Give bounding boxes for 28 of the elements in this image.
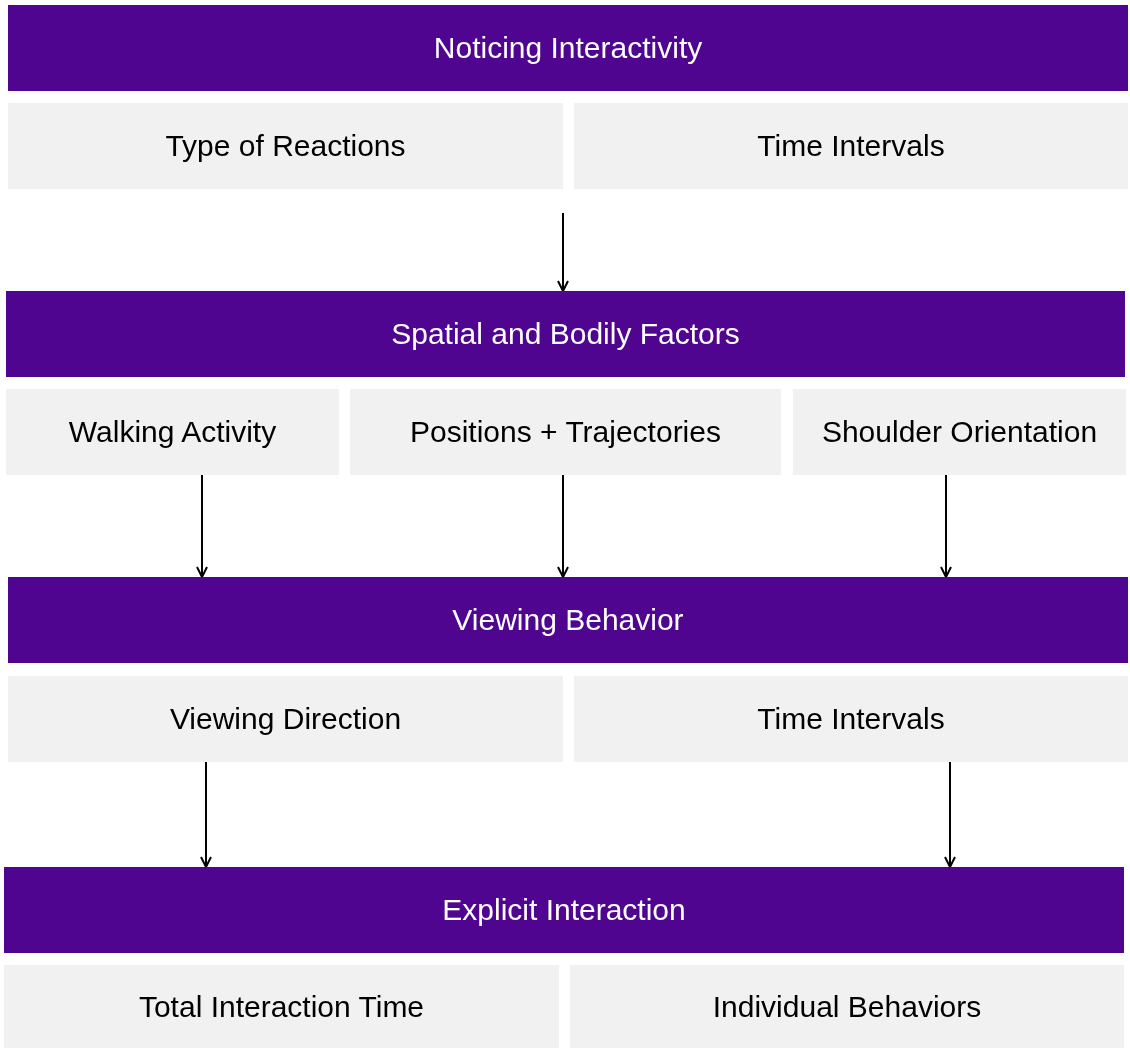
category-box bbox=[793, 389, 1126, 475]
box-label: Time Intervals bbox=[757, 701, 945, 738]
box-label: Spatial and Bodily Factors bbox=[391, 316, 740, 353]
box-label: Total Interaction Time bbox=[138, 988, 425, 1025]
box-label: Shoulder Orientation bbox=[821, 414, 1098, 451]
category-box bbox=[574, 676, 1128, 762]
arrow bbox=[196, 474, 208, 578]
category-box bbox=[350, 389, 781, 475]
box-label: Individual Behaviors bbox=[712, 988, 982, 1025]
box-label: Viewing Behavior bbox=[452, 602, 684, 639]
section-header-bar bbox=[8, 577, 1128, 663]
arrow bbox=[940, 474, 952, 578]
arrow bbox=[200, 761, 212, 868]
box-label: Noticing Interactivity bbox=[433, 30, 703, 67]
box-label: Explicit Interaction bbox=[442, 892, 686, 929]
box-label: Positions + Trajectories bbox=[410, 414, 721, 451]
box-label: Type of Reactions bbox=[165, 128, 406, 165]
box-label: Time Intervals bbox=[757, 128, 945, 165]
section-header-bar bbox=[6, 291, 1125, 377]
box-label: Viewing Direction bbox=[169, 701, 402, 738]
category-box bbox=[6, 389, 339, 475]
section-header-bar bbox=[8, 5, 1128, 91]
arrow bbox=[944, 761, 956, 868]
section-header-bar bbox=[4, 867, 1124, 953]
category-box bbox=[8, 676, 563, 762]
arrow bbox=[557, 474, 569, 578]
box-label: Walking Activity bbox=[68, 414, 277, 451]
arrow bbox=[557, 212, 569, 292]
